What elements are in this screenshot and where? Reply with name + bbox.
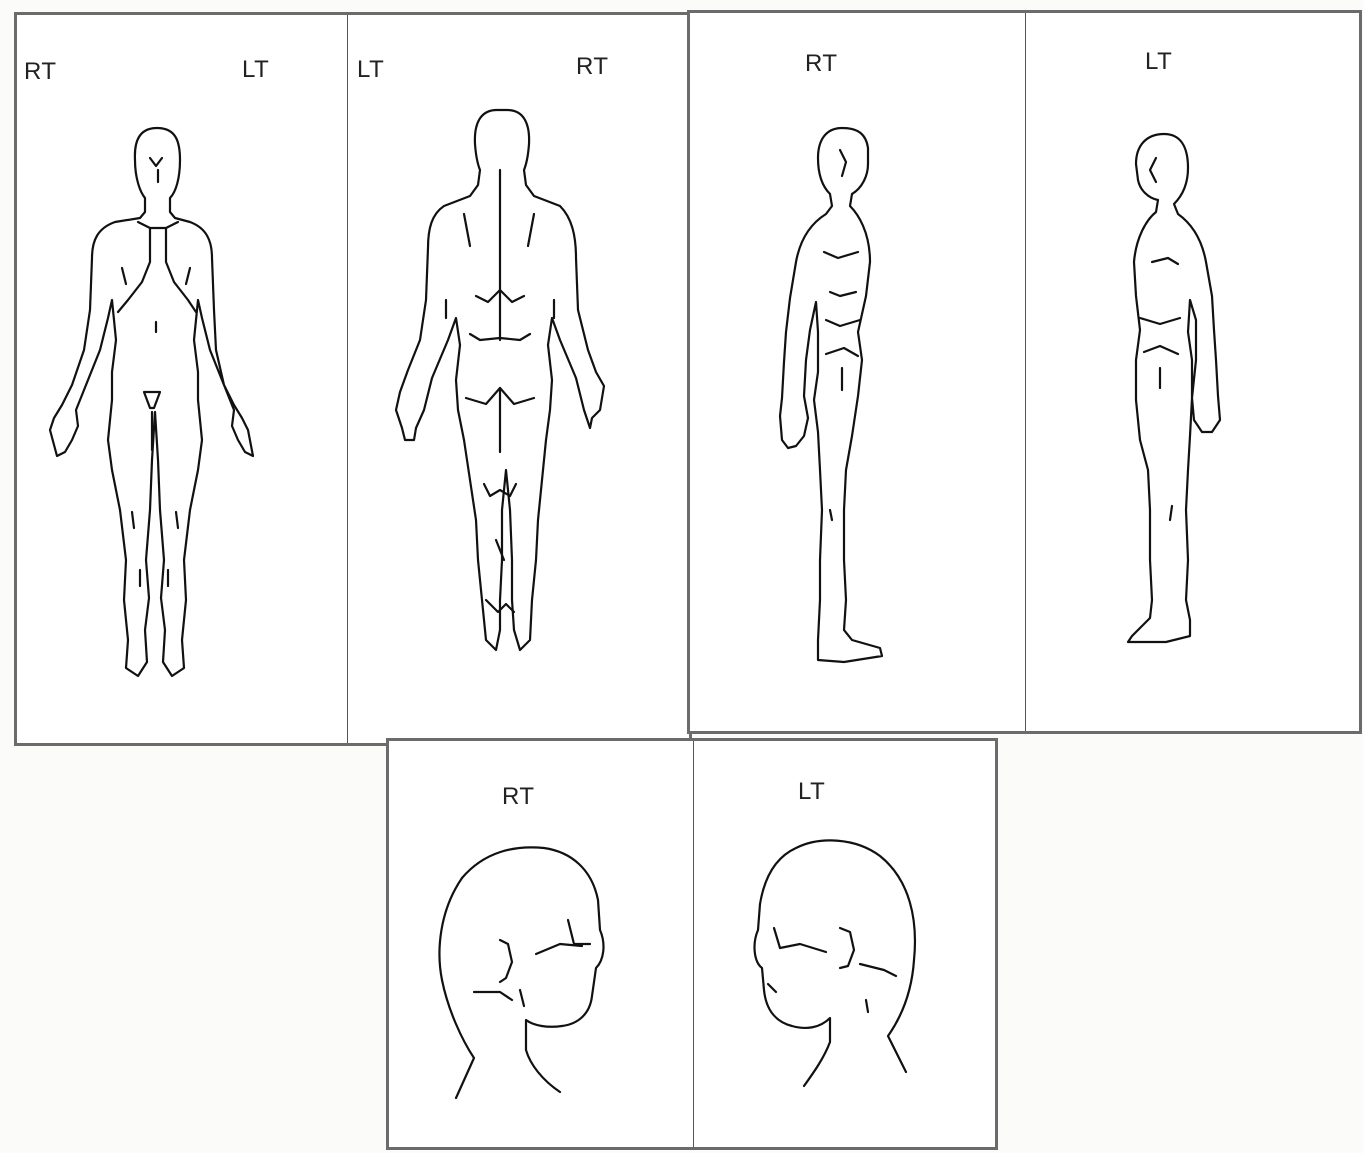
right-side-body-figure [780, 128, 882, 662]
back-body-figure [396, 110, 604, 650]
left-head-figure [755, 840, 915, 1086]
right-head-figure [439, 847, 603, 1098]
front-body-figure [50, 128, 253, 676]
left-side-body-figure [1128, 134, 1220, 642]
